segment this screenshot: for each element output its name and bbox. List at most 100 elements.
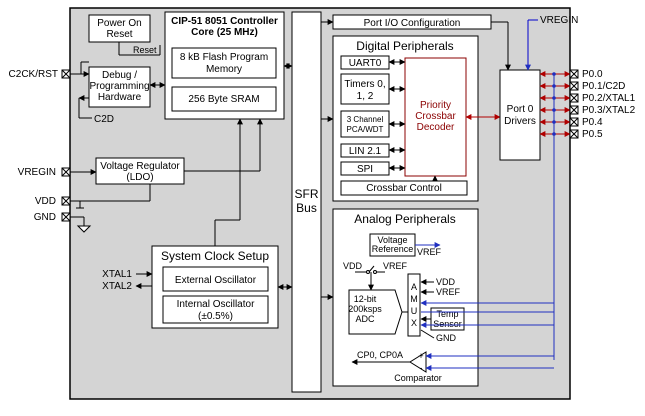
flash-line2: Memory — [206, 64, 242, 75]
temp-line1: Temp — [436, 309, 458, 319]
vref-block-line1: Voltage — [377, 235, 407, 245]
pca-line1: 3 Channel — [347, 115, 384, 124]
adc-block — [348, 289, 403, 335]
crossbar-line1: Priority — [420, 100, 451, 111]
adc-vref-label: VREF — [383, 261, 408, 271]
por-line2: Reset — [106, 29, 132, 40]
flash-line1: 8 kB Flash Program — [180, 52, 268, 63]
pin-label-p0-3: P0.3/XTAL2 — [582, 105, 636, 116]
vregin-right-label: VREGIN — [540, 15, 578, 26]
comparator-symbol — [409, 351, 427, 373]
crossbar-control-label: Crossbar Control — [366, 183, 442, 194]
power-on-reset-block: Power On Reset — [88, 14, 151, 43]
pin-label-c2ck: C2CK/RST — [9, 69, 58, 80]
debug-line3: Hardware — [98, 92, 142, 103]
core-title-line2: Core (25 MHz) — [191, 27, 258, 38]
comp-plus: + — [418, 351, 423, 361]
ext-osc-label: External Oscillator — [175, 275, 257, 286]
adc-line1: 12-bit — [354, 294, 377, 304]
cp-output-label: CP0, CP0A — [357, 350, 403, 360]
pin-label-gnd: GND — [34, 212, 56, 223]
lin-label: LIN 2.1 — [349, 146, 382, 157]
ground-symbol — [70, 216, 92, 233]
c2d-label: C2D — [94, 114, 114, 125]
debug-line2: Programming — [89, 81, 149, 92]
analog-input-lines — [420, 300, 554, 371]
int-osc-line1: Internal Oscillator — [177, 299, 255, 310]
debug-programming-block: Debug / Programming Hardware — [88, 66, 151, 108]
pca-block — [340, 110, 390, 138]
flash-block — [171, 47, 277, 79]
pin-label-vregin: VREGIN — [18, 167, 56, 178]
cpu-core-block: CIP-51 8051 Controller Core (25 MHz) 8 k… — [164, 11, 285, 120]
amux-gnd-label: GND — [436, 333, 457, 343]
pin-label-p0-5: P0.5 — [582, 129, 603, 140]
debug-line1: Debug / — [102, 70, 137, 81]
pin-p0-3: P0.3/XTAL2 — [569, 105, 636, 116]
pin-p0-4: P0.4 — [569, 117, 603, 128]
adc-line3: ADC — [355, 314, 375, 324]
port0-line2: Drivers — [504, 116, 536, 127]
pca-line2: PCA/WDT — [347, 125, 384, 134]
comparator-label: Comparator — [394, 373, 442, 383]
timers-block — [340, 73, 390, 105]
sfr-line2: Bus — [296, 201, 317, 215]
reset-label: Reset — [133, 45, 157, 55]
comp-minus: - — [420, 363, 423, 373]
vref-out-label: VREF — [417, 247, 442, 257]
timers-line1: Timers 0, — [344, 79, 385, 90]
vreg-line2: (LDO) — [126, 172, 153, 183]
crossbar-line2: Crossbar — [415, 111, 456, 122]
timers-line2: 1, 2 — [357, 91, 374, 102]
pin-p0-1: P0.1/C2D — [569, 81, 625, 92]
adc-line2: 200ksps — [348, 304, 382, 314]
crossbar-line3: Decoder — [417, 122, 455, 133]
digital-peripherals-block: Digital Peripherals UART0 Timers 0, 1, 2… — [332, 35, 479, 202]
amux-vref-label: VREF — [436, 287, 461, 297]
port-io-config-label: Port I/O Configuration — [364, 18, 461, 29]
pin-vregin: VREGIN — [18, 167, 71, 178]
pin-p0-2: P0.2/XTAL1 — [569, 93, 636, 104]
uart0-label: UART0 — [349, 58, 382, 69]
pin-label-p0-4: P0.4 — [582, 117, 603, 128]
vreg-line1: Voltage Regulator — [100, 161, 180, 172]
pin-gnd: GND — [34, 212, 71, 223]
clock-title: System Clock Setup — [161, 249, 269, 263]
pin-p0-5: P0.5 — [569, 129, 603, 140]
amux-x: X — [411, 318, 417, 328]
pin-label-p0-1: P0.1/C2D — [582, 81, 625, 92]
sram-label: 256 Byte SRAM — [188, 94, 259, 105]
internal-oscillator-block — [162, 295, 269, 324]
pin-label-vdd: VDD — [35, 196, 56, 207]
amux-block — [407, 273, 421, 337]
analog-peripherals-block: Analog Peripherals Voltage Reference VRE… — [332, 208, 479, 387]
xtal1-label: XTAL1 — [102, 269, 132, 280]
pin-label-p0-2: P0.2/XTAL1 — [582, 93, 636, 104]
pin-label-p0-0: P0.0 — [582, 69, 603, 80]
amux-vdd-label: VDD — [436, 277, 456, 287]
amux-u: U — [411, 306, 418, 316]
pin-c2ck-rst: C2CK/RST — [9, 69, 71, 80]
voltage-regulator-block: Voltage Regulator (LDO) — [95, 157, 185, 185]
pin-p0-0: P0.0 — [569, 69, 603, 80]
sfr-bus: SFR Bus — [291, 11, 322, 393]
core-title-line1: CIP-51 8051 Controller — [171, 16, 278, 27]
pin-vdd: VDD — [35, 196, 71, 207]
port0-drivers-block: Port 0 Drivers — [499, 69, 541, 161]
adc-vdd-label: VDD — [343, 261, 363, 271]
port0-line1: Port 0 — [507, 104, 534, 115]
digital-title: Digital Peripherals — [356, 39, 453, 53]
xtal2-label: XTAL2 — [102, 281, 132, 292]
amux-a: A — [411, 282, 417, 292]
external-oscillator-block — [162, 266, 269, 292]
port-io-config-block: Port I/O Configuration — [332, 14, 492, 30]
int-osc-line2: (±0.5%) — [198, 311, 233, 322]
system-clock-block: System Clock Setup External Oscillator I… — [151, 245, 279, 329]
analog-title: Analog Peripherals — [354, 212, 455, 226]
crossbar-control-block — [340, 180, 468, 196]
sram-block — [171, 86, 277, 112]
temp-line2: Sensor — [433, 319, 462, 329]
por-line1: Power On — [97, 18, 141, 29]
amux-m: M — [410, 294, 418, 304]
